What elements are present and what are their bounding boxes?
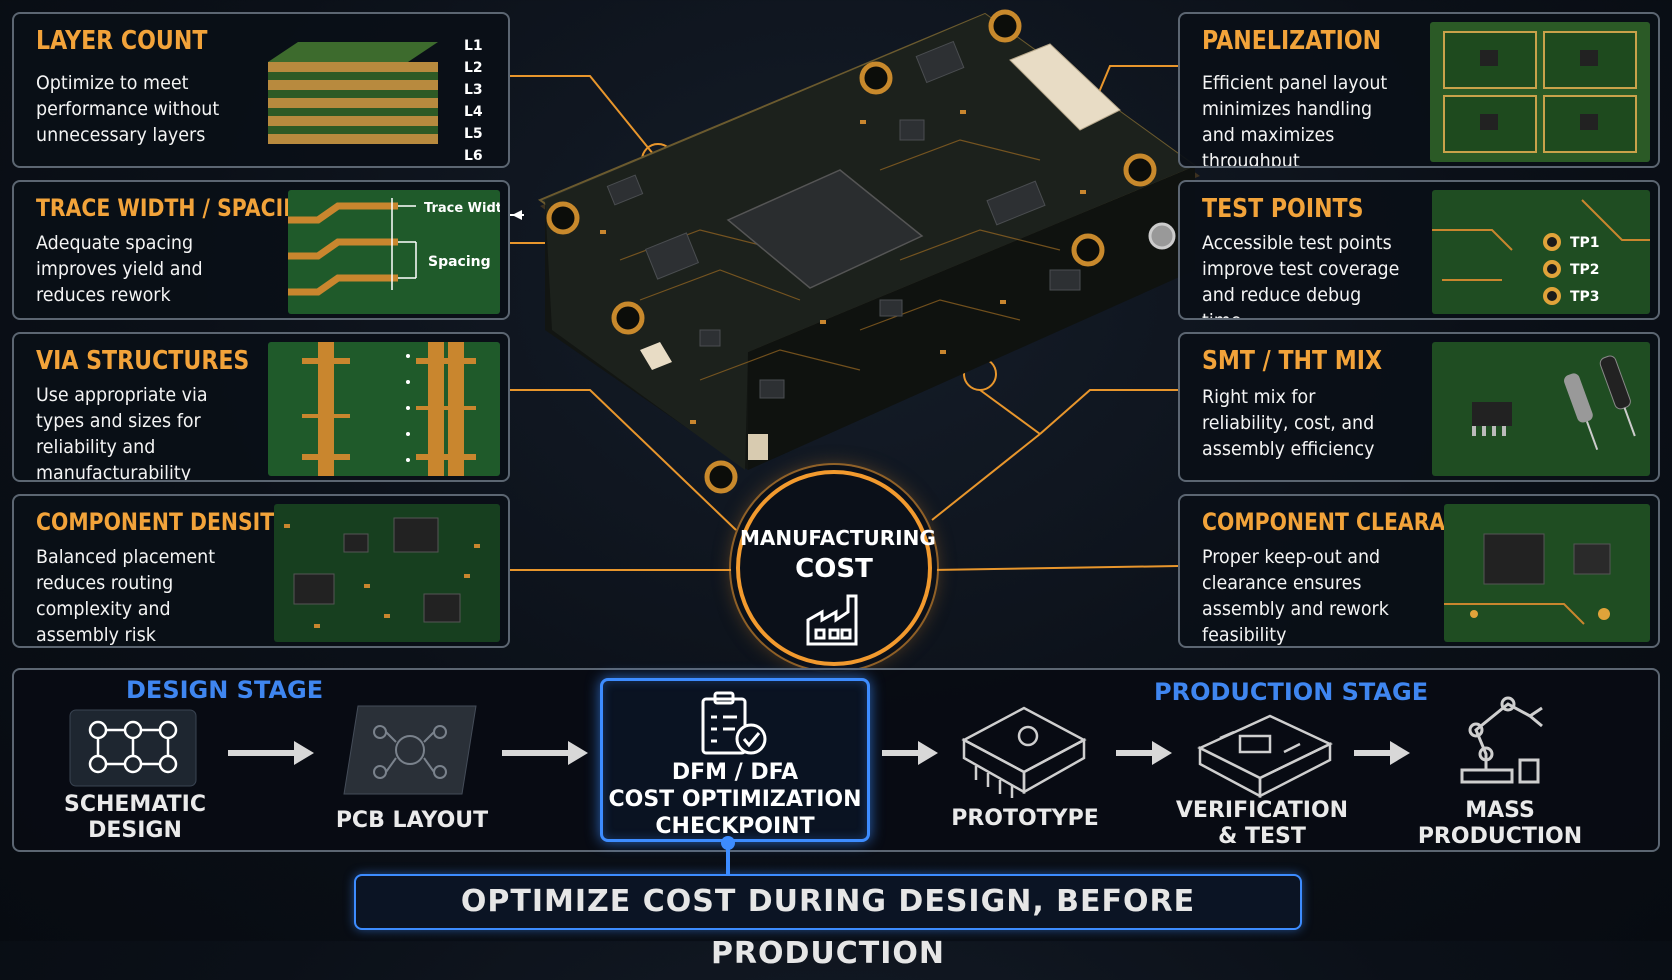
design-stage-label: DESIGN STAGE [126,676,324,704]
test-board-icon [1197,714,1333,799]
pcb-board-render [537,9,1200,494]
step-schematic-design: SCHEMATIC DESIGN [64,792,206,843]
step-verification-test: VERIFICATION & TEST [1175,798,1349,849]
test-points-image: TP1 TP2 TP3 [1432,190,1650,314]
arrow-right-icon [1116,741,1172,765]
test-point-label: TP1 [1570,235,1600,251]
test-point-label: TP3 [1570,289,1600,305]
arrow-right-icon [228,741,314,765]
card-text: Optimize to meet performance without unn… [36,72,220,146]
layer-label: L2 [464,60,483,76]
test-point-label: TP2 [1570,262,1600,278]
card-title: VIA STRUCTURES [36,346,250,376]
card-text: Adequate spacing improves yield and redu… [36,232,203,306]
card-component-clearance: COMPONENT CLEARANCE Proper keep-out and … [1178,494,1660,648]
card-text: Proper keep-out and clearance ensures as… [1202,546,1389,646]
dense-board-image [274,504,500,642]
arrow-right-icon [502,741,588,765]
hub-title-line2: COST [795,554,873,584]
card-title: TRACE WIDTH / SPACING [36,194,318,222]
card-layer-count: LAYER COUNT Optimize to meet performance… [12,12,510,168]
optimize-cost-banner: OPTIMIZE COST DURING DESIGN, BEFORE PROD… [354,874,1302,971]
step-mass-production: MASS PRODUCTION [1417,798,1583,849]
layer-stack-image: L1 L2 L3 L4 L5 L6 [268,38,483,162]
checklist-icon [701,691,767,755]
smt-tht-image [1432,342,1650,476]
card-trace-width: TRACE WIDTH / SPACING Adequate spacing i… [12,180,510,320]
card-panelization: PANELIZATION Efficient panel layout mini… [1178,12,1660,168]
dfm-dfa-checkpoint: DFM / DFA COST OPTIMIZATION CHECKPOINT [600,678,870,842]
via-cross-section-image [268,342,500,476]
layer-label: L1 [464,38,483,54]
card-test-points: TEST POINTS Accessible test points impro… [1178,180,1660,320]
production-stage-label: PRODUCTION STAGE [1154,678,1429,706]
step-prototype: PROTOTYPE [951,806,1099,831]
card-title: PANELIZATION [1202,26,1382,56]
clearance-image [1444,504,1650,642]
card-text: Use appropriate via types and sizes for … [36,384,208,482]
panel-image [1430,22,1650,162]
pcb-layout-icon [343,705,477,795]
layer-label: L4 [464,104,483,120]
schematic-icon [69,709,197,787]
card-title: SMT / THT MIX [1202,346,1383,376]
arrow-right-icon [882,741,938,765]
card-component-density: COMPONENT DENSITY Balanced placement red… [12,494,510,648]
card-title: TEST POINTS [1202,194,1364,224]
card-title: COMPONENT DENSITY [36,508,289,536]
checkpoint-connector-dot [721,836,735,850]
manufacturing-cost-hub: MANUFACTURING COST [736,470,936,666]
spacing-label: Spacing [428,254,491,270]
card-title: COMPONENT CLEARANCE [1202,508,1492,536]
card-text: Balanced placement reduces routing compl… [36,546,216,646]
card-via-structures: VIA STRUCTURES Use appropriate via types… [12,332,510,482]
layer-label: L6 [464,148,483,162]
arrow-right-icon [1354,741,1410,765]
factory-icon [806,594,858,646]
trace-diagram-image: Trace Width Spacing [288,190,500,314]
checkpoint-connector [726,842,730,874]
robot-arm-icon [1460,696,1543,784]
trace-width-label: Trace Width [424,201,500,216]
card-text: Efficient panel layout minimizes handlin… [1202,72,1388,168]
step-pcb-layout: PCB LAYOUT [335,808,489,833]
step-dfm-dfa-checkpoint: DFM / DFA COST OPTIMIZATION CHECKPOINT [608,760,862,839]
prototype-chip-icon [961,706,1087,798]
layer-label: L3 [464,82,483,98]
connector-lines [510,65,1179,571]
card-text: Right mix for reliability, cost, and ass… [1202,386,1375,460]
card-text: Accessible test points improve test cove… [1202,232,1400,318]
card-smt-tht-mix: SMT / THT MIX Right mix for reliability,… [1178,332,1660,482]
layer-label: L5 [464,126,483,142]
card-title: LAYER COUNT [36,26,208,56]
hub-title-line1: MANUFACTURING [740,526,936,550]
